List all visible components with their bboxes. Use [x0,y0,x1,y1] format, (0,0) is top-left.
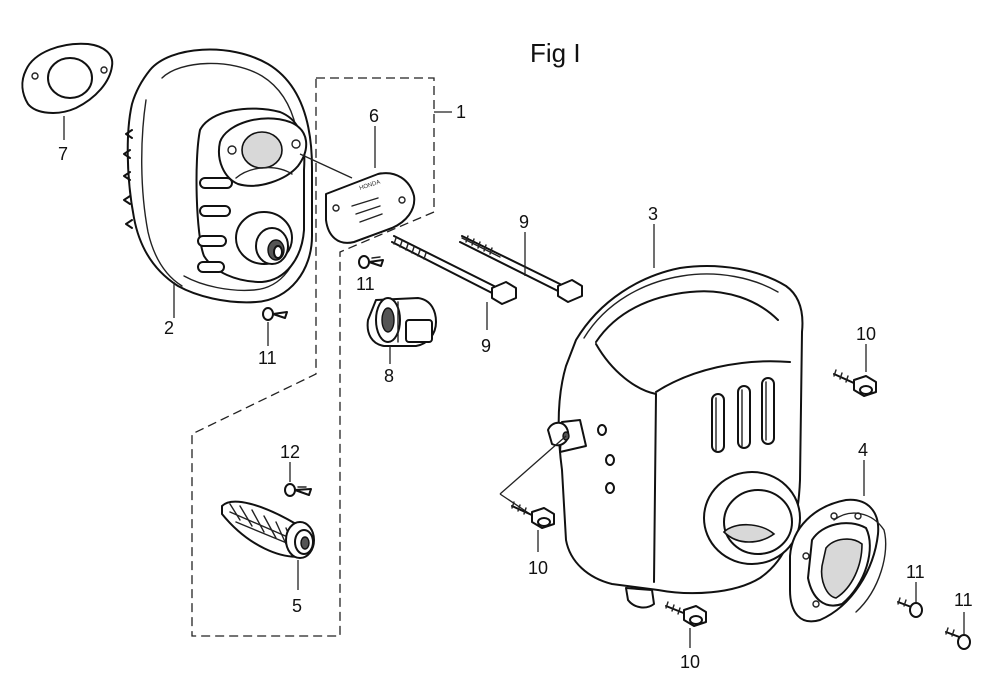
callout-11-deflector-a: 11 [906,562,925,582]
part-10-bolt-left [511,501,555,552]
part-10-bolt-right [833,344,877,397]
part-11-screw-deflector-a [897,582,923,618]
callout-9-lower: 9 [481,336,491,356]
part-9-bolt-lower [391,235,517,330]
part-9-bolt-upper [459,232,583,303]
callout-2: 2 [164,318,174,338]
part-5-spark-arrester [221,500,315,590]
callout-12: 12 [280,442,300,462]
part-6-plate: HONDA [299,126,416,244]
part-10-bolt-bottom [665,601,707,648]
part-7-gasket [21,42,114,140]
callout-9-upper: 9 [519,212,529,232]
part-2-muffler [123,48,313,318]
part-11-screw-left [262,307,288,346]
part-4-deflector [789,460,887,623]
callout-10-right: 10 [856,324,876,344]
figure-title: Fig I [530,38,581,68]
callout-4: 4 [858,440,868,460]
callout-10-bottom: 10 [680,652,700,672]
callout-3: 3 [648,204,658,224]
part-8-connector [366,297,437,364]
assembly-1-outline [191,77,452,637]
callout-8: 8 [384,366,394,386]
cover-attachment-lines [499,435,567,515]
part-3-protector [547,224,804,609]
part-12-screw [284,462,312,497]
callout-1: 1 [456,102,466,122]
part-11-screw-deflector-b [945,612,971,650]
callout-11-upper: 11 [356,274,375,294]
callout-5: 5 [292,596,302,616]
callout-6: 6 [369,106,379,126]
part-11-screw-upper [358,255,384,269]
callout-11-deflector-b: 11 [954,590,973,610]
callout-7: 7 [58,144,68,164]
callout-10-left: 10 [528,558,548,578]
callout-11-left: 11 [258,348,277,368]
